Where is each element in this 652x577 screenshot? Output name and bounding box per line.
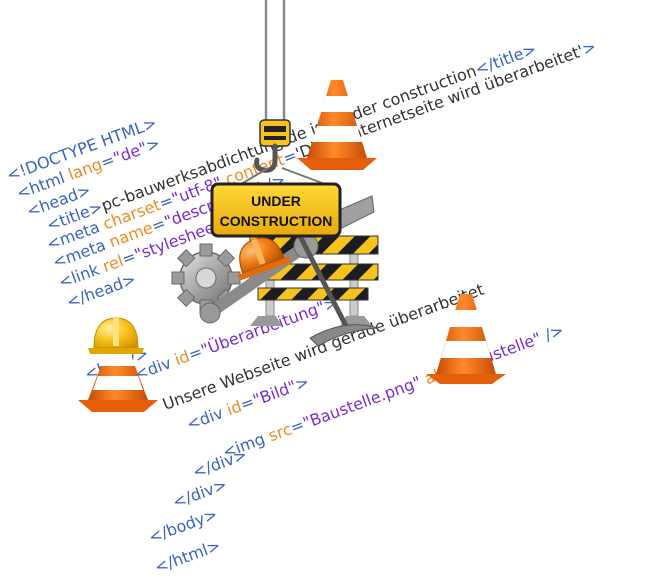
sign-line-2: CONSTRUCTION bbox=[220, 213, 333, 229]
sign-line-1: UNDER bbox=[251, 193, 301, 209]
traffic-cone-icon bbox=[297, 80, 377, 170]
pickaxe-icon bbox=[297, 234, 379, 347]
hard-hat-icon bbox=[88, 317, 144, 354]
traffic-cone-icon bbox=[78, 340, 158, 412]
gear-icon bbox=[171, 243, 241, 313]
hard-hat-icon bbox=[237, 237, 290, 281]
crane-hook-icon bbox=[237, 0, 331, 187]
under-construction-sign: UNDER CONSTRUCTION bbox=[210, 182, 342, 238]
traffic-cone-icon bbox=[426, 294, 506, 384]
